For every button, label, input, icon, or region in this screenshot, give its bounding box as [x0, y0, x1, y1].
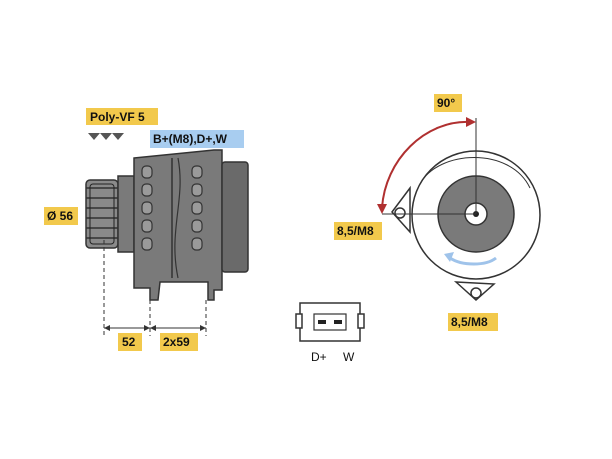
rear-cover [221, 161, 249, 273]
alternator-front-view [377, 117, 541, 302]
connector-pin-w: W [343, 350, 355, 364]
mount-bottom-text: 8,5/M8 [451, 315, 488, 329]
front-collar [117, 175, 135, 253]
dimension-b-label: 2x59 [160, 333, 198, 351]
dimension-a-label: 52 [118, 333, 142, 351]
dimension-b-text: 2x59 [163, 335, 190, 349]
belt-groove-icon [88, 133, 124, 140]
terminals-label: B+(M8),D+,W [150, 130, 244, 148]
terminals-text: B+(M8),D+,W [153, 132, 228, 146]
dimension-lines [103, 240, 207, 336]
mount-top-label: 8,5/M8 [334, 222, 382, 240]
belt-type-text: Poly-VF 5 [90, 110, 145, 124]
connector-plug [295, 302, 365, 342]
diameter-label: Ø 56 [44, 207, 78, 225]
connector-pin-dplus: D+ [311, 350, 327, 364]
pulley [85, 179, 119, 249]
mount-top-text: 8,5/M8 [337, 224, 374, 238]
mount-bottom-label: 8,5/M8 [448, 313, 498, 331]
alternator-side-view [85, 133, 249, 336]
diameter-text: Ø 56 [47, 209, 73, 223]
belt-type-label: Poly-VF 5 [86, 108, 158, 125]
angle-label: 90° [434, 94, 462, 112]
alternator-housing [133, 149, 223, 301]
angle-text: 90° [437, 96, 455, 110]
dimension-arrowheads [104, 325, 206, 331]
dimension-a-text: 52 [122, 335, 136, 349]
